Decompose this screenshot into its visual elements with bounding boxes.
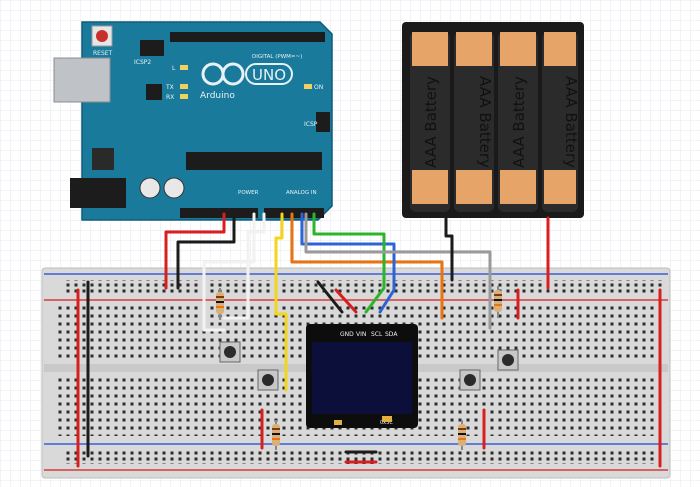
arduino-brand: Arduino	[200, 91, 235, 101]
led-l	[180, 65, 188, 70]
wires	[76, 212, 662, 468]
arduino-logo-right-ring	[221, 62, 245, 86]
arduino-board	[81, 21, 333, 221]
battery-cell-1: AAA Battery	[410, 32, 450, 212]
pushbutton-4[interactable]	[497, 349, 519, 371]
bottom-rail-holes	[64, 450, 664, 464]
reset-label: RESET	[93, 50, 113, 57]
wire-oled-vin	[334, 288, 358, 314]
uno-label: UNO	[252, 66, 286, 84]
wire-battery-black	[444, 216, 454, 282]
led-l-label: L	[172, 65, 176, 72]
battery-cell-3-label: AAA Battery	[510, 76, 528, 168]
icsp2-label: ICSP2	[134, 59, 151, 66]
resistor-2	[272, 420, 280, 450]
wire-oled-gnd	[316, 280, 344, 314]
oled-pin-gnd: GND	[340, 331, 354, 338]
icsp-header	[316, 112, 330, 132]
resistor-3	[458, 420, 466, 450]
wire-5v-red	[164, 212, 226, 290]
resistor-1	[216, 288, 224, 320]
battery-cell-4-label: AAA Battery	[562, 76, 580, 168]
capacitor-left	[139, 177, 161, 199]
wire-yellow	[274, 212, 288, 392]
analog-label: ANALOG IN	[286, 190, 317, 196]
led-rx-label: RX	[166, 94, 174, 101]
battery-pack: AAA Battery AAA Battery AAA Battery AAA …	[402, 22, 584, 218]
uno-badge	[245, 63, 293, 85]
regulator	[92, 148, 114, 170]
wire-green	[312, 212, 386, 314]
usb-port	[53, 57, 111, 103]
wire-white-left	[202, 212, 256, 332]
wire-orange	[290, 212, 444, 320]
led-on	[304, 84, 312, 89]
battery-cell-3: AAA Battery	[498, 32, 538, 212]
oled-screen	[312, 342, 412, 414]
led-tx-label: TX	[165, 84, 174, 91]
battery-cell-2: AAA Battery	[454, 32, 494, 212]
usb-chip	[146, 84, 162, 100]
oled-cap-left	[334, 420, 342, 425]
oled-pin-scl: SCL	[371, 331, 383, 338]
battery-cell-4: AAA Battery	[542, 32, 580, 212]
atmega-chip	[186, 152, 322, 170]
analog-header	[264, 208, 324, 218]
led-rx	[180, 94, 188, 99]
wire-blue	[300, 212, 396, 314]
top-rail-holes	[64, 280, 664, 294]
oled-pin-sda: SDA	[385, 331, 398, 338]
wire-white-2	[222, 212, 266, 320]
power-header	[180, 208, 258, 218]
pushbutton-1[interactable]	[219, 341, 241, 363]
resistor-4	[494, 286, 502, 318]
oled-pin-vin: VIN	[356, 331, 366, 338]
icsp2-header	[140, 40, 164, 56]
dc-jack	[70, 178, 126, 208]
icsp-label: ICSP	[304, 121, 318, 128]
battery-cell-2-label: AAA Battery	[476, 76, 494, 168]
power-label: POWER	[238, 190, 259, 196]
pushbutton-2[interactable]	[257, 369, 279, 391]
led-tx	[180, 84, 188, 89]
reset-button-cap	[96, 30, 108, 42]
digital-header	[170, 32, 325, 42]
arduino-uno: RESET ICSP2 DIGITAL (PWM=~) Arduino UNO …	[53, 21, 333, 221]
wire-gray	[304, 212, 492, 330]
oled-display: GND VIN SCL SDA 0x3C	[306, 324, 418, 428]
wire-gnd-black	[176, 212, 236, 290]
battery-cell-1-label: AAA Battery	[422, 76, 440, 168]
oled-cap-right	[382, 416, 392, 422]
on-label: ON	[314, 84, 323, 91]
oled-address: 0x3C	[380, 420, 393, 426]
pushbutton-3[interactable]	[459, 369, 481, 391]
digital-label: DIGITAL (PWM=~)	[252, 54, 302, 60]
capacitor-right	[163, 177, 185, 199]
